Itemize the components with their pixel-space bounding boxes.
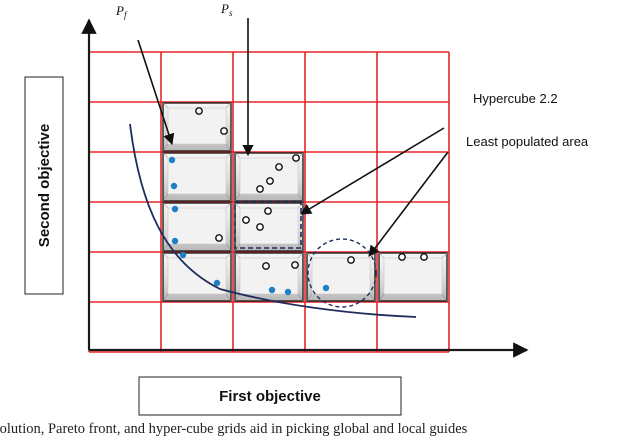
solution-points xyxy=(168,107,428,296)
pareto-point-filled xyxy=(322,284,330,292)
hypercube-label: Hypercube 2.2 xyxy=(473,91,558,106)
pf-arrow xyxy=(137,39,175,146)
solution-point-hollow xyxy=(291,261,299,269)
hypercube-cell xyxy=(162,252,232,302)
solution-point-hollow xyxy=(398,253,406,261)
solution-point-hollow xyxy=(215,234,223,242)
y-axis-label: Second objective xyxy=(36,124,53,247)
solution-point-hollow xyxy=(264,207,272,215)
solution-point-hollow xyxy=(256,185,264,193)
hypercube-grid xyxy=(88,51,450,353)
pareto-front-label: Pf xyxy=(115,3,128,20)
solution-point-hollow xyxy=(242,216,250,224)
pareto-point-filled xyxy=(171,237,179,245)
pareto-point-filled xyxy=(168,156,176,164)
pareto-point-filled xyxy=(284,288,292,296)
solution-point-hollow xyxy=(275,163,283,171)
pareto-point-filled xyxy=(268,286,276,294)
solution-point-hollow xyxy=(256,223,264,231)
solution-point-hollow xyxy=(292,154,300,162)
pareto-point-filled xyxy=(171,205,179,213)
hypercube-cell xyxy=(162,152,232,202)
solution-point-hollow xyxy=(195,107,203,115)
pareto-front-curve xyxy=(129,123,417,318)
solutions-label: Ps xyxy=(220,1,233,18)
solution-point-hollow xyxy=(266,177,274,185)
least-populated-label: Least populated area xyxy=(466,134,589,149)
solution-point-hollow xyxy=(347,256,355,264)
hypercube-cell xyxy=(162,102,232,152)
hypercube-arrow xyxy=(300,127,445,215)
pareto-point-filled xyxy=(179,251,187,259)
solution-point-hollow xyxy=(420,253,428,261)
hypercube-cell xyxy=(306,252,376,302)
pareto-point-filled xyxy=(170,182,178,190)
hypercube-cell xyxy=(378,252,448,302)
hypercube-cell xyxy=(234,252,304,302)
x-axis-label: First objective xyxy=(219,388,321,405)
figure-caption: solution, Pareto front, and hyper-cube g… xyxy=(0,421,468,437)
solution-point-hollow xyxy=(262,262,270,270)
solution-point-hollow xyxy=(220,127,228,135)
y-axis-label-box xyxy=(24,76,64,295)
hypercube-2-2-outline xyxy=(234,201,302,249)
pareto-point-filled xyxy=(213,279,221,287)
least-populated-arrow xyxy=(368,151,449,257)
x-axis-label-box xyxy=(138,376,402,416)
least-populated-circle xyxy=(307,238,377,308)
hypercube-cell xyxy=(234,152,304,202)
